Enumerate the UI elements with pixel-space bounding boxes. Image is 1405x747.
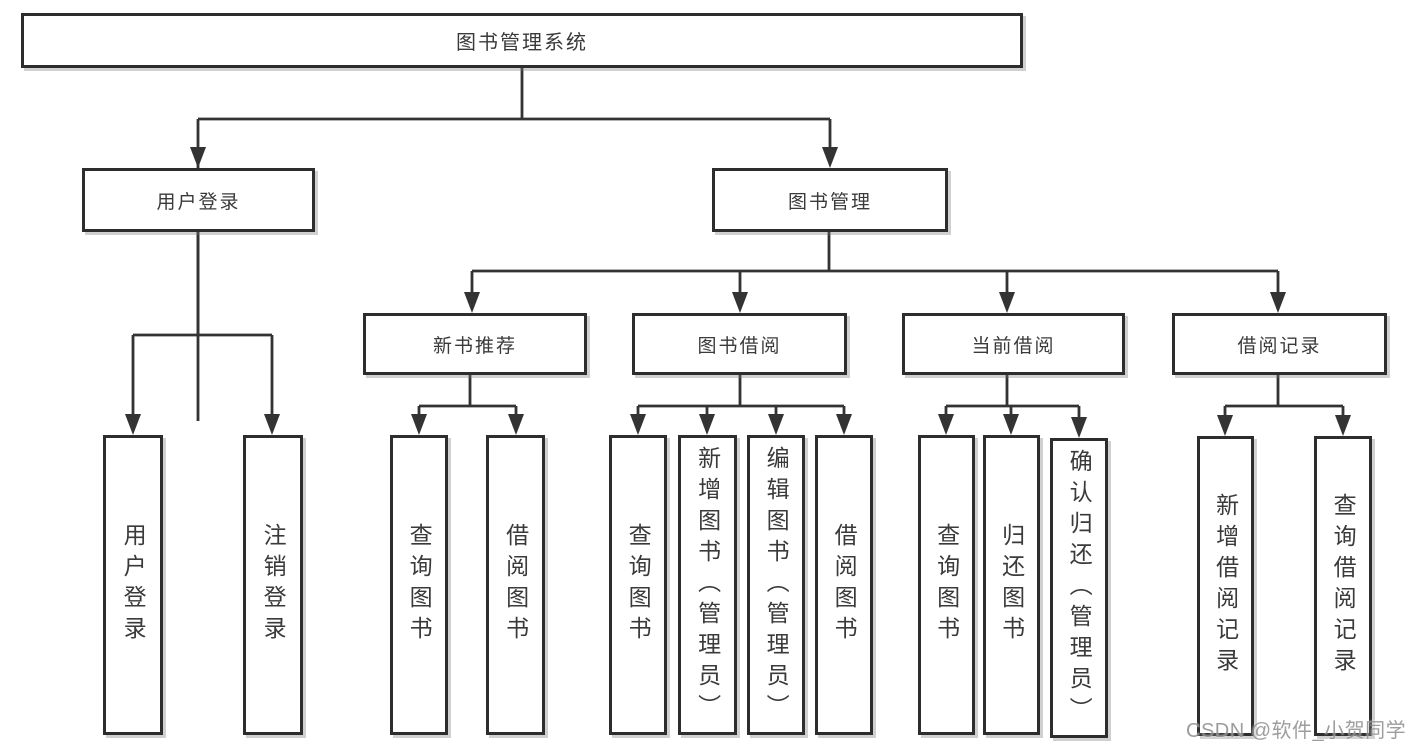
- node-leaf-return-books: 归还图书: [983, 435, 1040, 735]
- node-user-login-label: 用户登录: [156, 191, 241, 213]
- node-leaf-query-books-recommend: 查询图书: [390, 435, 448, 735]
- csdn-watermark: CSDN @软件_小贺同学: [1186, 720, 1405, 742]
- node-leaf-borrow-books: 借阅图书: [815, 435, 873, 735]
- connector-user-login-to-children: [125, 232, 280, 435]
- node-leaf-confirm-return-admin: 确认归还（管理员）: [1050, 438, 1108, 738]
- connector-root-to-level2: [190, 68, 838, 421]
- node-new-book-recommend-label: 新书推荐: [432, 335, 517, 357]
- node-current-borrow-label: 当前借阅: [971, 335, 1056, 357]
- node-leaf-confirm-return-admin-label: 确认归还（管理员）: [1066, 448, 1093, 728]
- node-leaf-borrow-books-recommend: 借阅图书: [486, 435, 545, 735]
- connector-book-management-to-sections: [464, 232, 1286, 313]
- node-leaf-query-books-recommend-label: 查询图书: [406, 523, 433, 647]
- node-leaf-add-borrow-record: 新增借阅记录: [1197, 436, 1254, 736]
- node-leaf-logout-label: 注销登录: [260, 523, 287, 647]
- node-borrow-records-label: 借阅记录: [1237, 335, 1322, 357]
- node-leaf-query-books-current-label: 查询图书: [933, 523, 960, 647]
- connector-borrow-records-to-children: [1217, 374, 1351, 436]
- node-new-book-recommend: 新书推荐: [363, 313, 587, 375]
- node-leaf-add-borrow-record-label: 新增借阅记录: [1212, 493, 1239, 679]
- node-book-borrow: 图书借阅: [632, 313, 847, 375]
- connector-new-book-recommend-to-children: [411, 374, 524, 435]
- node-leaf-query-borrow-record-label: 查询借阅记录: [1330, 493, 1357, 679]
- node-leaf-query-books-current: 查询图书: [918, 435, 975, 735]
- node-current-borrow: 当前借阅: [902, 313, 1125, 375]
- connector-current-borrow-to-children: [938, 374, 1087, 438]
- node-leaf-add-books-admin-label: 新增图书（管理员）: [694, 445, 721, 725]
- node-leaf-query-borrow-record: 查询借阅记录: [1314, 436, 1372, 736]
- node-leaf-user-login: 用户登录: [103, 435, 163, 735]
- node-user-login: 用户登录: [82, 168, 315, 232]
- node-leaf-return-books-label: 归还图书: [998, 523, 1025, 647]
- node-book-borrow-label: 图书借阅: [697, 335, 782, 357]
- node-leaf-edit-books-admin: 编辑图书（管理员）: [747, 435, 805, 735]
- connector-book-borrow-to-children: [630, 374, 852, 435]
- node-book-management-label: 图书管理: [787, 191, 872, 213]
- node-leaf-logout: 注销登录: [243, 435, 303, 735]
- node-leaf-add-books-admin: 新增图书（管理员）: [678, 435, 737, 735]
- node-book-management: 图书管理: [712, 168, 948, 232]
- node-leaf-user-login-label: 用户登录: [120, 523, 147, 647]
- node-library-management-system-label: 图书管理系统: [456, 32, 588, 54]
- node-leaf-borrow-books-label: 借阅图书: [831, 523, 858, 647]
- node-library-management-system: 图书管理系统: [21, 13, 1023, 68]
- node-leaf-query-books-borrow-label: 查询图书: [625, 523, 652, 647]
- node-borrow-records: 借阅记录: [1172, 313, 1387, 375]
- node-leaf-edit-books-admin-label: 编辑图书（管理员）: [763, 445, 790, 725]
- node-leaf-borrow-books-recommend-label: 借阅图书: [502, 523, 529, 647]
- node-leaf-query-books-borrow: 查询图书: [609, 435, 667, 735]
